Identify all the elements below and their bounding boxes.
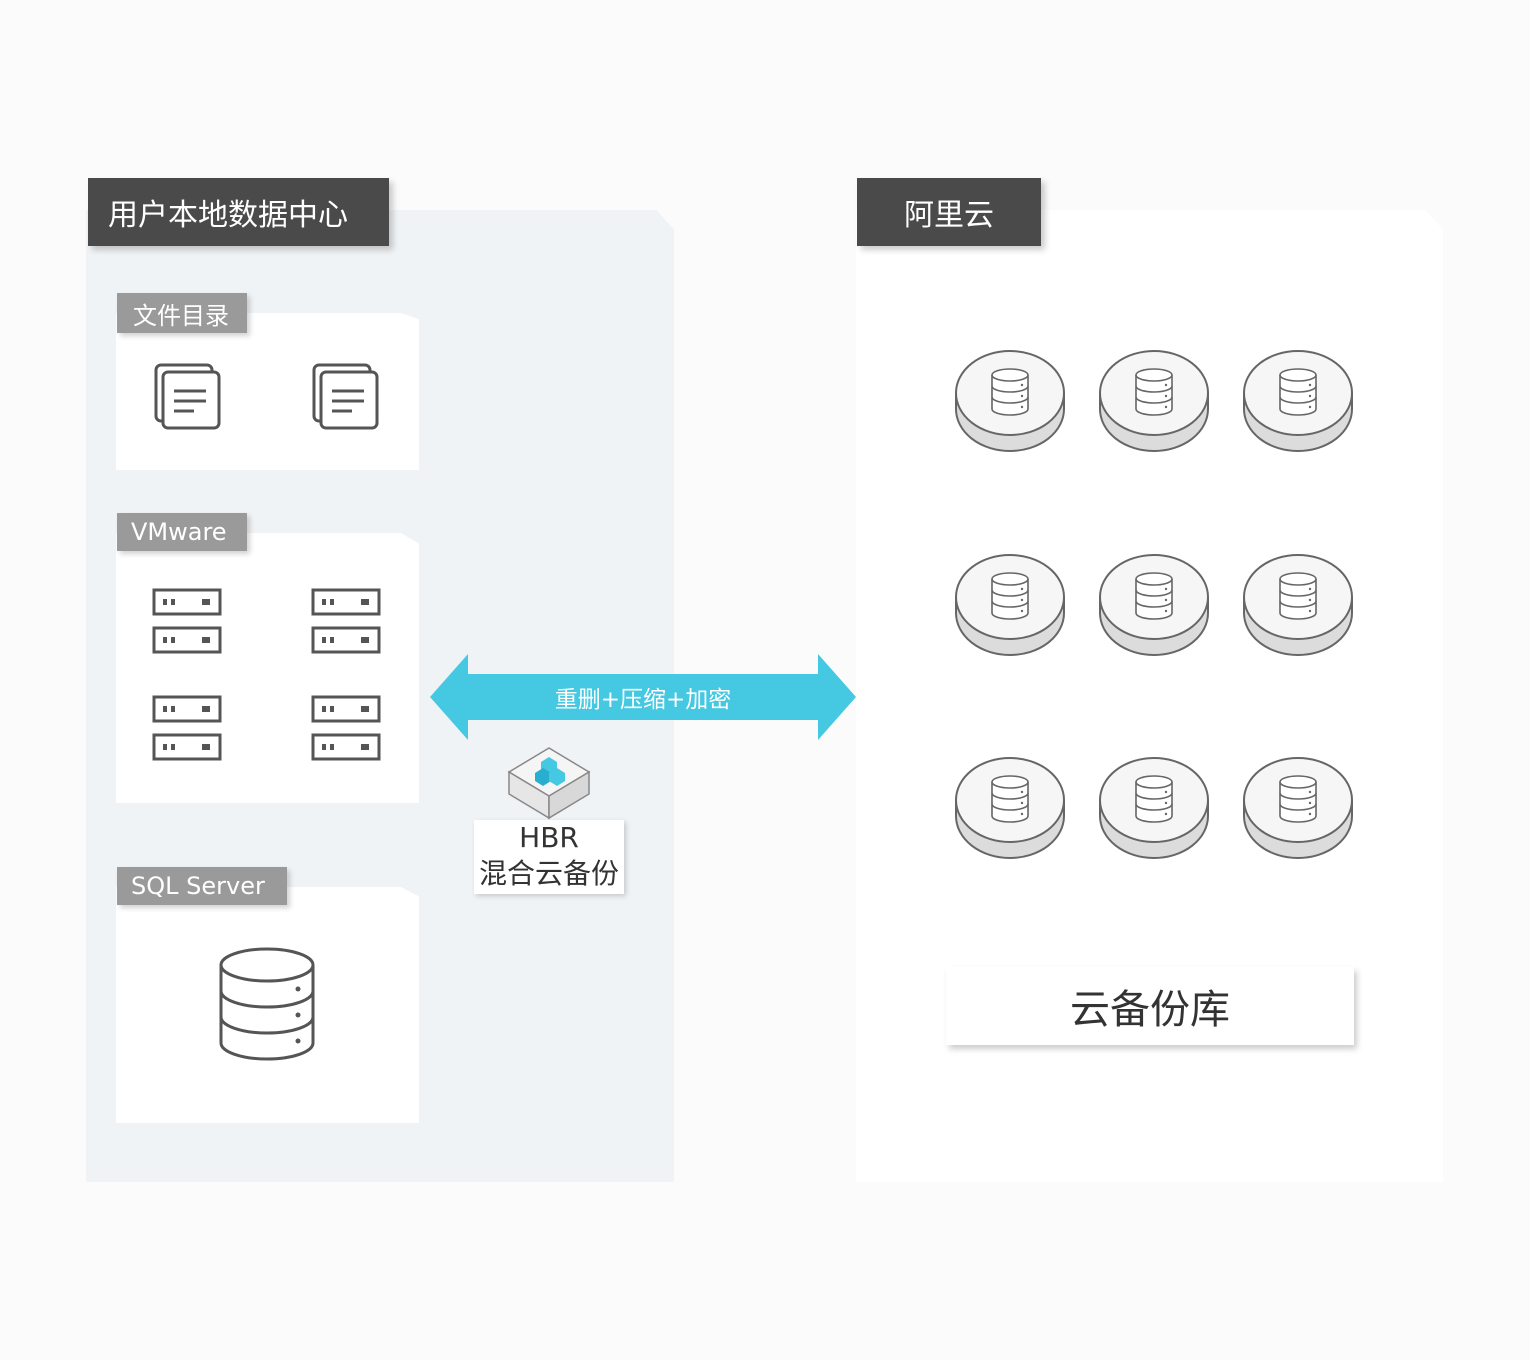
hbr-subtitle: 混合云备份 [478, 857, 619, 890]
vmware-label: VMware [117, 513, 247, 551]
storage-disk-icon [954, 756, 1066, 862]
server-icon [152, 695, 222, 761]
double-arrow-icon [430, 654, 856, 740]
hbr-cube-icon [507, 747, 591, 820]
local-datacenter-title: 用户本地数据中心 [88, 178, 389, 246]
storage-disk-icon [1098, 349, 1210, 455]
hbr-title: HBR [519, 821, 579, 854]
sql-server-label: SQL Server [117, 867, 287, 905]
hbr-label-box: HBR 混合云备份 [474, 820, 624, 894]
vmware-card [116, 533, 419, 803]
sql-server-card [116, 887, 419, 1123]
storage-disk-icon [1098, 756, 1210, 862]
document-icon [312, 363, 379, 430]
database-icon [219, 947, 315, 1061]
server-icon [311, 588, 381, 654]
storage-disk-icon [954, 349, 1066, 455]
storage-disk-icon [1242, 349, 1354, 455]
file-directory-label: 文件目录 [117, 293, 247, 333]
document-icon [154, 363, 221, 430]
storage-disk-icon [1242, 756, 1354, 862]
storage-disk-icon [1098, 553, 1210, 659]
storage-disk-icon [954, 553, 1066, 659]
aliyun-title: 阿里云 [857, 178, 1041, 246]
file-directory-card [116, 313, 419, 470]
storage-disk-icon [1242, 553, 1354, 659]
connector-label: 重删+压缩+加密 [554, 687, 732, 713]
server-icon [311, 695, 381, 761]
server-icon [152, 588, 222, 654]
cloud-backup-vault-label: 云备份库 [946, 967, 1354, 1045]
